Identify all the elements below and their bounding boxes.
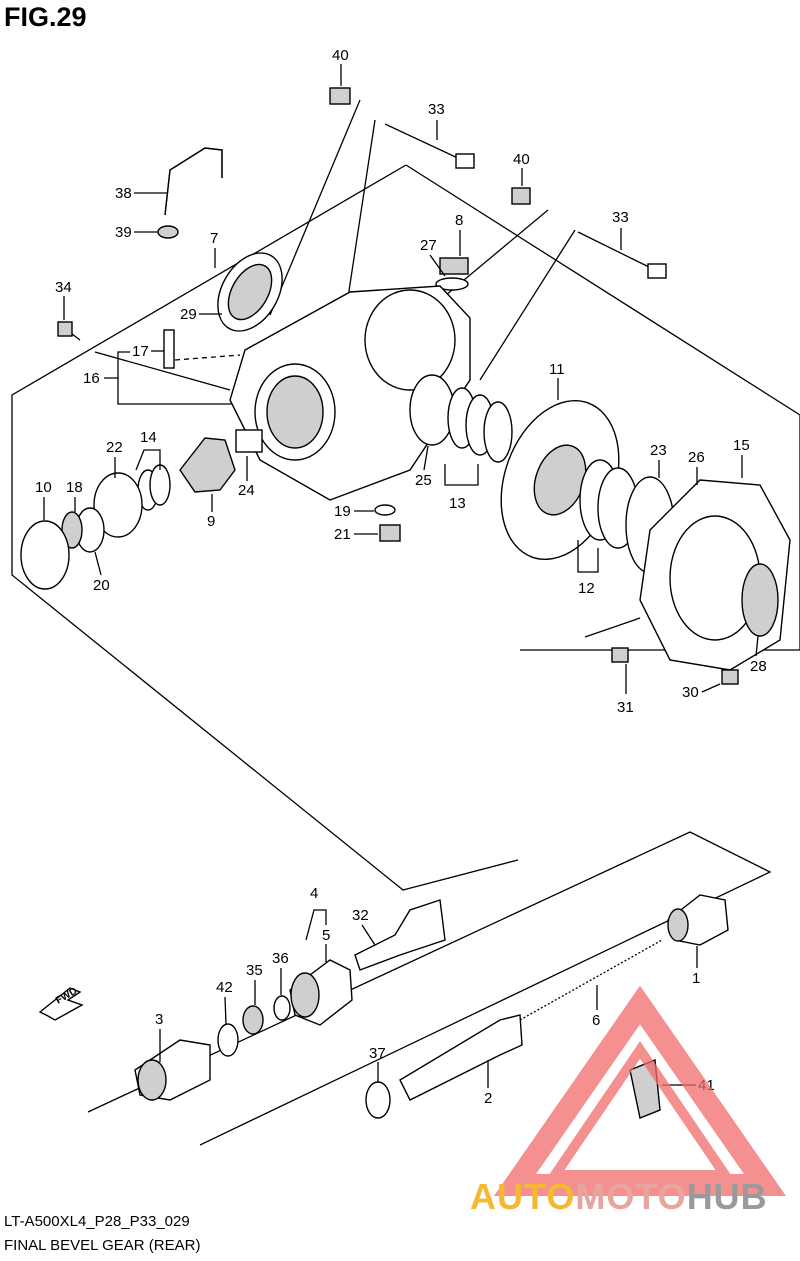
bolt-31 [611, 647, 629, 663]
callout-41: 41 [698, 1077, 715, 1094]
washer-19 [374, 504, 396, 516]
upper-assembly-outline [405, 164, 800, 651]
spring-6 [519, 939, 663, 1021]
callout-40b: 40 [513, 151, 530, 168]
callout-4: 4 [310, 885, 318, 902]
clip-41 [629, 1059, 661, 1119]
callout-10: 10 [35, 479, 52, 496]
breather-pipe-17 [163, 329, 175, 369]
propeller-shaft-32 [354, 899, 446, 971]
lower-assembly-outline [87, 831, 772, 1146]
stud-bolt-33-b [577, 231, 656, 271]
fwd-arrow-icon: FWD [38, 986, 84, 1021]
shim-13-c [483, 401, 513, 463]
callout-19: 19 [334, 503, 351, 520]
drain-plug-21 [379, 524, 401, 542]
callout-labels: 40 33 40 33 38 8 39 7 27 34 29 17 16 11 … [35, 47, 767, 1107]
nut-35 [242, 1005, 264, 1035]
callout-13: 13 [449, 495, 466, 512]
callout-16: 16 [83, 370, 100, 387]
callout-30: 30 [682, 684, 699, 701]
shim-14-b [149, 464, 171, 506]
callout-2: 2 [484, 1090, 492, 1107]
callout-36: 36 [272, 950, 289, 967]
watermark-text-moto: MOTO [575, 1176, 687, 1217]
clamp-39 [157, 225, 179, 239]
callout-28: 28 [750, 658, 767, 675]
diagram-name: FINAL BEVEL GEAR (REAR) [4, 1237, 201, 1254]
watermark-text-hub: HUB [686, 1176, 768, 1217]
washer-36 [273, 995, 291, 1021]
drive-bevel-gear-9 [179, 437, 236, 493]
callout-17: 17 [132, 343, 149, 360]
callout-42: 42 [216, 979, 233, 996]
watermark-text: AUTOMOTOHUB [470, 1176, 768, 1218]
bearing-24 [235, 429, 263, 453]
callout-22: 22 [106, 439, 123, 456]
callout-39: 39 [115, 224, 132, 241]
callout-29: 29 [180, 306, 197, 323]
callout-15: 15 [733, 437, 750, 454]
watermark-text-auto: AUTO [470, 1176, 576, 1217]
drive-shaft-2 [399, 1014, 523, 1101]
callout-1: 1 [692, 970, 700, 987]
callout-25: 25 [415, 472, 432, 489]
callout-26: 26 [688, 449, 705, 466]
oil-seal-28 [741, 563, 779, 637]
callout-33a: 33 [428, 101, 445, 118]
stud-bolt-33-a [384, 123, 463, 161]
callout-40a: 40 [332, 47, 349, 64]
callout-14: 14 [140, 429, 157, 446]
nut-40-b [511, 187, 531, 205]
callout-21: 21 [334, 526, 351, 543]
callout-12: 12 [578, 580, 595, 597]
bearing-25 [409, 374, 455, 446]
bolt-34 [57, 321, 73, 337]
callout-20: 20 [93, 577, 110, 594]
callout-37: 37 [369, 1045, 386, 1062]
callout-32: 32 [352, 907, 369, 924]
o-ring-37 [365, 1081, 391, 1119]
callout-33b: 33 [612, 209, 629, 226]
callout-24: 24 [238, 482, 255, 499]
bearing-22 [93, 472, 143, 538]
figure-title: FIG.29 [4, 2, 87, 32]
bolt-30 [721, 669, 739, 685]
gasket-27 [435, 277, 469, 291]
callout-34: 34 [55, 279, 72, 296]
callout-27: 27 [420, 237, 437, 254]
callout-8: 8 [455, 212, 463, 229]
callout-7: 7 [210, 230, 218, 247]
callout-11: 11 [549, 361, 565, 378]
o-ring-42 [217, 1023, 239, 1057]
nut-10 [20, 520, 70, 590]
callout-31: 31 [617, 699, 634, 716]
breather-hose-38 [164, 147, 223, 216]
callout-5: 5 [322, 927, 330, 944]
oil-filler-plug-8 [439, 257, 469, 275]
callout-6: 6 [592, 1012, 600, 1029]
model-code: LT-A500XL4_P28_P33_029 [4, 1213, 190, 1230]
upper-assembly-outline-left [11, 164, 519, 891]
nut-40-a [329, 87, 351, 105]
callout-3: 3 [155, 1011, 163, 1028]
callout-9: 9 [207, 513, 215, 530]
callout-35: 35 [246, 962, 263, 979]
callout-23: 23 [650, 442, 667, 459]
callout-38: 38 [115, 185, 132, 202]
callout-18: 18 [66, 479, 83, 496]
